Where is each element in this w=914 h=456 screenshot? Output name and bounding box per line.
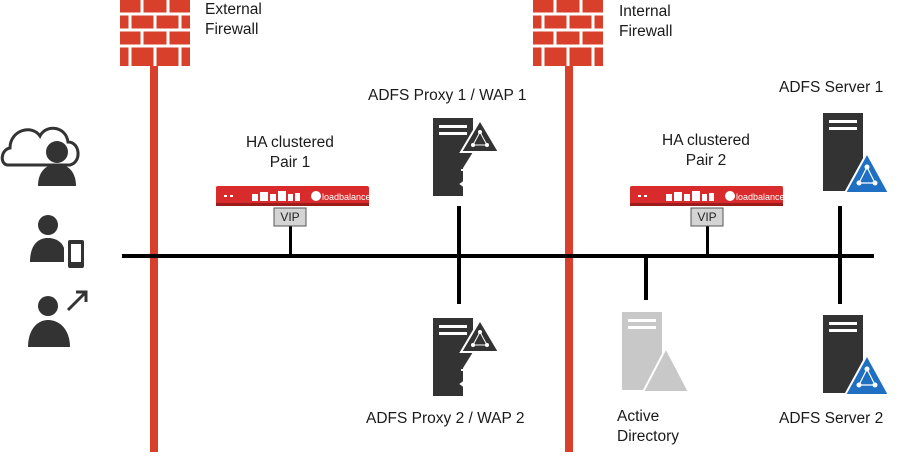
adfs-server1-label: ADFS Server 1 [779,79,884,96]
cloud-user-icon [0,126,80,186]
external-firewall-line1: External [205,1,262,18]
ha-pair1-label: HA clustered Pair 1 [230,133,350,173]
proxy2-server-icon [433,318,501,396]
load-balancer-pair2-icon: loadbalancer [630,186,788,206]
active-directory-label: Active Directory [617,407,679,447]
active-directory-icon [622,312,691,393]
ha-pair2-line2: Pair 2 [685,152,727,169]
proxy1-server-icon [433,118,501,196]
brand-text: loadbalancer [322,192,374,202]
ha-pair2-line1: HA clustered [662,132,750,149]
vip2-label: VIP [697,210,716,224]
adfs-server2-icon [823,315,891,396]
adfs-server1-icon [823,113,891,194]
vip1-box: VIP [273,207,307,227]
internal-firewall-line [565,66,573,452]
proxy1-label: ADFS Proxy 1 / WAP 1 [368,87,527,104]
external-firewall-line [150,66,158,452]
internal-firewall-label: Internal Firewall [619,2,672,42]
external-firewall-label: External Firewall [205,0,262,40]
vip2-box: VIP [690,207,724,227]
active-directory-line2: Directory [617,428,680,445]
vip1-label: VIP [280,210,299,224]
internal-firewall-line2: Firewall [619,23,673,40]
external-firewall-line2: Firewall [205,21,259,38]
internal-firewall-icon [533,0,603,66]
internal-firewall-line1: Internal [619,3,671,20]
proxy-connector [457,206,461,304]
vip2-connector [706,226,709,256]
external-user-icon [28,290,88,347]
external-firewall-icon [120,0,190,66]
adfs-connector [838,206,842,304]
ha-pair1-line2: Pair 1 [269,154,311,171]
ha-pair1-line1: HA clustered [246,134,334,151]
ha-pair2-label: HA clustered Pair 2 [646,131,766,171]
brand-text: loadbalancer [736,192,788,202]
adfs-server2-label: ADFS Server 2 [779,410,884,427]
network-bus [122,254,874,258]
ad-connector [644,256,648,300]
mobile-user-icon [30,215,84,268]
vip1-connector [289,226,292,256]
proxy2-label: ADFS Proxy 2 / WAP 2 [366,410,525,427]
load-balancer-pair1-icon: loadbalancer [216,186,374,206]
active-directory-line1: Active [617,408,660,425]
